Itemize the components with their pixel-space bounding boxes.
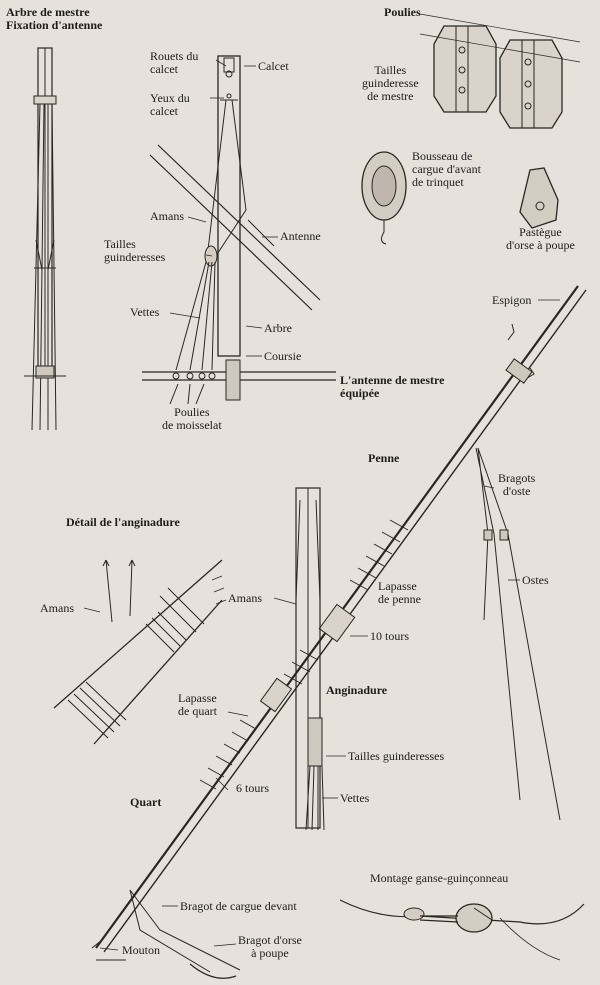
label-line: guinderesses [104,250,166,264]
heading-line: L'antenne de mestre [340,373,445,387]
label-ostes: Ostes [522,573,549,587]
label-dix-tours: 10 tours [370,629,409,643]
heading-penne: Penne [368,451,400,465]
label-espigon: Espigon [492,293,532,307]
center-mast [142,55,336,405]
label-arbre: Arbre [264,321,292,335]
heading-detail-anginadure: Détail de l'anginadure [66,515,180,529]
heading-line: équipée [340,386,380,400]
label-lapasse-quart: Lapasse de quart [178,692,217,718]
label-line: de moisselat [162,418,222,432]
label-antenne: Antenne [280,229,321,243]
heading-anginadure: Anginadure [326,683,388,697]
label-bragots-oste: Bragots d'oste [498,472,535,498]
label-detail-amans: Amans [40,601,74,615]
label-line: à poupe [251,946,289,960]
poulies-blocks [361,13,581,245]
heading-poulies: Poulies [384,5,421,19]
heading-line: Fixation d'antenne [6,18,103,32]
label-yard-amans: Amans [228,591,262,605]
label-poulies-moisselat: Poulies de moisselat [162,406,222,432]
main-yard [91,285,587,979]
label-line: de penne [378,592,421,606]
label-bragot-cargue: Bragot de cargue devant [180,899,297,913]
label-mouton: Mouton [122,943,161,957]
heading-quart: Quart [130,795,162,809]
label-line: Poulies [174,405,210,419]
label-line: cargue d'avant [412,162,481,176]
label-coursie: Coursie [264,349,302,363]
label-line: Tailles [104,237,136,251]
anginadure-detail [53,559,227,745]
label-line: d'oste [502,484,531,498]
anginadure-mast [295,487,325,831]
label-line: d'orse à poupe [506,238,575,252]
label-line: de quart [178,704,217,718]
left-mast [24,47,66,431]
label-line: Pastègue [519,225,562,239]
montage-detail [339,899,585,961]
label-line: de trinquet [412,175,464,189]
label-line: Lapasse [378,579,417,593]
label-pastegue: Pastègue d'orse à poupe [506,226,575,252]
label-lapasse-penne: Lapasse de penne [378,580,421,606]
label-line: Yeux du [150,91,190,105]
label-tailles-guinderesses: Tailles guinderesses [348,749,445,763]
label-rouets: Rouets du calcet [150,50,198,76]
label-line: calcet [150,104,178,118]
label-calcet: Calcet [258,59,289,73]
label-line: de mestre [367,89,414,103]
label-line: Rouets du [150,49,199,63]
label-montage: Montage ganse-guinçonneau [370,871,509,885]
heading-arbre-de-mestre: Arbre de mestre Fixation d'antenne [6,6,102,32]
label-bragot-orse: Bragot d'orse à poupe [238,934,302,960]
label-line: guinderesse [362,76,419,90]
label-six-tours: 6 tours [236,781,269,795]
label-bousseau: Bousseau de cargue d'avant de trinquet [412,150,481,189]
label-line: Bousseau de [412,149,473,163]
label-line: calcet [150,62,178,76]
label-tailles-mestre: Tailles guinderesse de mestre [362,64,419,103]
label-vettes-yard: Vettes [340,791,370,805]
label-amans: Amans [150,209,184,223]
label-line: Tailles [374,63,407,77]
label-tailles: Tailles guinderesses [104,238,165,264]
label-line: Bragot d'orse [238,933,302,947]
label-yeux: Yeux du calcet [150,92,190,118]
label-line: Lapasse [178,691,217,705]
heading-antenne-equipee: L'antenne de mestre équipée [340,374,444,400]
label-line: Bragots [498,471,536,485]
heading-line: Arbre de mestre [6,5,90,19]
label-vettes: Vettes [130,305,160,319]
leader-lines [83,59,560,951]
